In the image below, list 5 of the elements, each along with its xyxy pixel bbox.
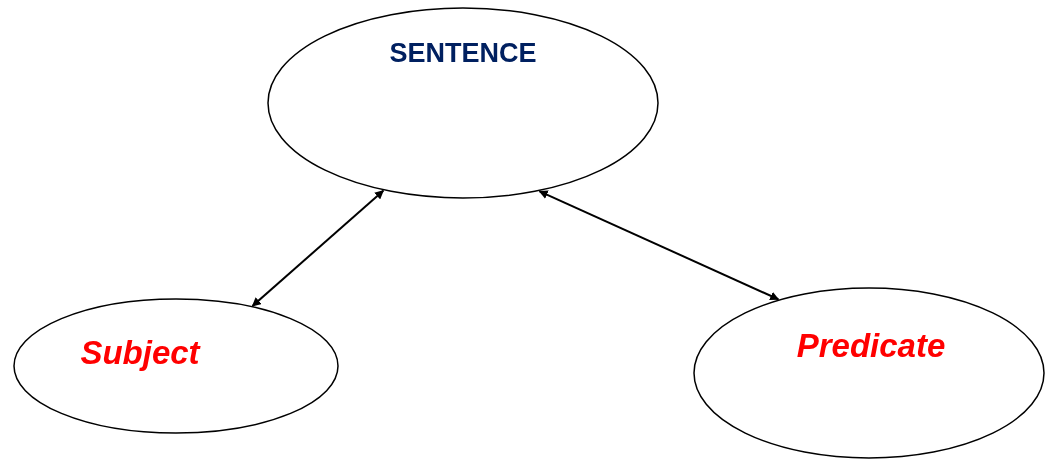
- double-arrow: [251, 189, 385, 307]
- node-label: SENTENCE: [389, 37, 537, 69]
- node-label: Predicate: [796, 327, 946, 365]
- double-arrow: [538, 190, 780, 301]
- node-label: Subject: [80, 334, 200, 372]
